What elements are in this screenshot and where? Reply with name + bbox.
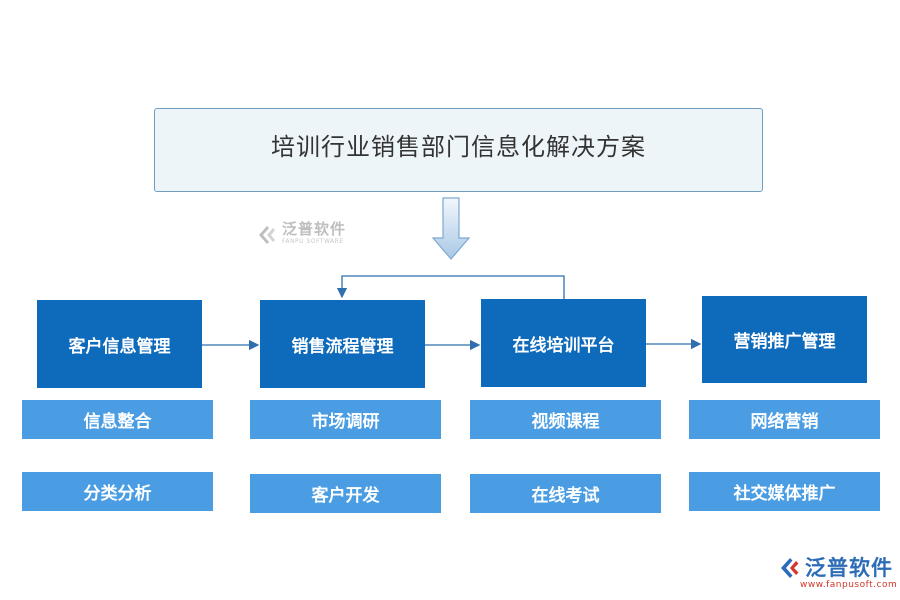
diagram-title: 培训行业销售部门信息化解决方案	[271, 133, 646, 161]
module-online-training: 在线培训平台	[481, 299, 646, 387]
module-label: 销售流程管理	[291, 336, 394, 357]
sub-item: 市场调研	[250, 400, 441, 439]
sub-item-label: 网络营销	[750, 412, 819, 432]
sub-item-label: 社交媒体推广	[733, 484, 836, 504]
sub-item: 视频课程	[470, 400, 661, 439]
module-label: 营销推广管理	[733, 332, 836, 352]
sub-item: 网络营销	[689, 400, 880, 439]
sub-item-label: 客户开发	[311, 486, 380, 506]
title-box: 培训行业销售部门信息化解决方案	[154, 108, 763, 192]
sub-item-label: 市场调研	[311, 412, 380, 432]
down-arrow-icon	[431, 197, 471, 260]
sub-item: 信息整合	[22, 400, 213, 439]
fanpu-logo-icon	[259, 225, 275, 244]
watermark-sub: FANPU SOFTWARE	[282, 238, 344, 245]
fanpu-logo-icon	[781, 558, 799, 578]
watermark-logo: 泛普软件 FANPU SOFTWARE	[256, 222, 346, 245]
module-sales-process: 销售流程管理	[260, 300, 425, 388]
sub-item-label: 信息整合	[83, 412, 152, 432]
watermark-name: 泛普软件	[282, 220, 347, 238]
sub-item-label: 视频课程	[531, 412, 600, 432]
sub-item: 社交媒体推广	[689, 472, 880, 511]
module-label: 在线培训平台	[512, 335, 615, 356]
sub-item: 客户开发	[250, 474, 441, 513]
sub-item: 分类分析	[22, 472, 213, 511]
module-customer-info: 客户信息管理	[37, 300, 202, 388]
brand-logo: 泛普软件	[778, 552, 893, 582]
sub-item: 在线考试	[470, 474, 661, 513]
module-label: 客户信息管理	[68, 336, 171, 357]
sub-item-label: 在线考试	[531, 486, 600, 506]
brand-url: www.fanpusoft.com	[800, 580, 898, 590]
sub-item-label: 分类分析	[83, 484, 152, 504]
module-marketing: 营销推广管理	[702, 296, 867, 383]
feedback-arrow	[336, 275, 565, 299]
brand-name: 泛普软件	[805, 556, 893, 580]
